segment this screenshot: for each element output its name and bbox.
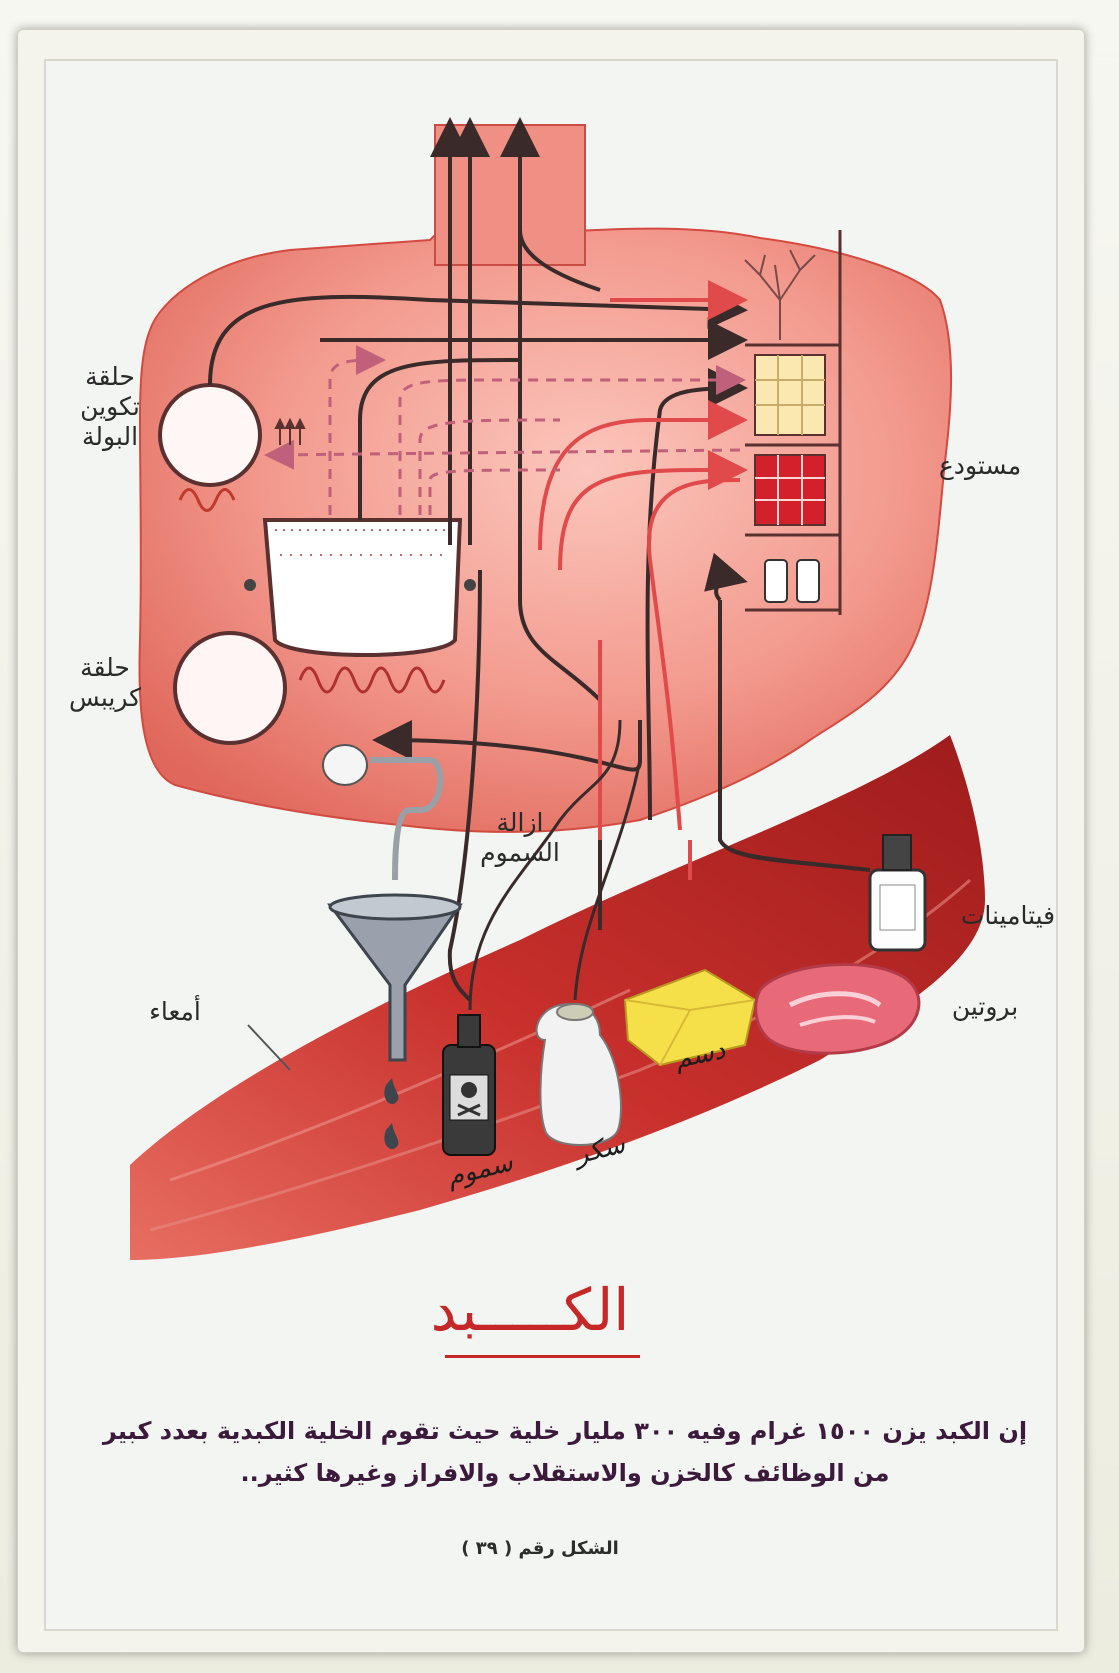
small-up-arrows — [276, 420, 304, 445]
liver-shape — [139, 229, 951, 832]
label-storage: مستودع — [920, 451, 1040, 481]
figure-number: الشكل رقم ( ٣٩ ) — [440, 1538, 640, 1559]
krebs-cycle-circle — [175, 633, 285, 743]
label-krebs-cycle: حلقة كريبس — [40, 653, 170, 713]
label-urea-cycle: حلقة تكوين البولة — [40, 362, 180, 452]
label-protein: بروتين — [930, 992, 1040, 1022]
cauldron-icon — [244, 520, 476, 655]
detox-capsule — [323, 745, 367, 785]
label-intestines: أمعاء — [125, 997, 225, 1027]
intestine-pointer — [248, 1025, 290, 1070]
vena-cava-vessel — [435, 125, 585, 265]
title-underline — [445, 1355, 640, 1358]
diagram-title: الكـــــبد — [420, 1276, 640, 1344]
label-detox: ازالة السموم — [465, 808, 575, 868]
meat-steak-icon — [756, 964, 919, 1053]
caption-text: إن الكبد يزن ١٥٠٠ غرام وفيه ٣٠٠ مليار خل… — [100, 1410, 1030, 1494]
label-vitamins: فيتامينات — [938, 901, 1078, 931]
